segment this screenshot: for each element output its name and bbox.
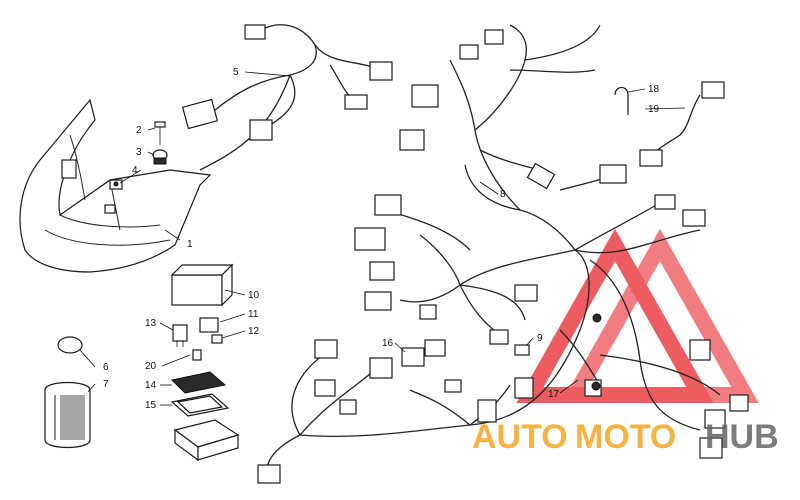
fuse-block <box>173 419 240 462</box>
leader-lines <box>79 71 686 406</box>
callout-numbers: 1 2 3 4 5 6 7 8 9 10 11 12 13 14 15 16 1… <box>103 67 660 411</box>
fuse <box>211 334 223 344</box>
callout-6: 6 <box>103 362 109 373</box>
callout-8: 8 <box>500 189 506 200</box>
clip <box>152 149 168 165</box>
callout-12: 12 <box>248 326 260 337</box>
wire-clip <box>614 86 629 115</box>
fuse-gasket <box>170 371 227 394</box>
watermark-moto: MOTO <box>575 418 676 456</box>
sleeve <box>44 381 91 449</box>
callout-14: 14 <box>145 380 157 391</box>
callout-20: 20 <box>145 361 157 372</box>
callout-13: 13 <box>145 318 157 329</box>
callout-17: 17 <box>548 389 560 400</box>
ring-clamp <box>57 336 83 354</box>
watermark-hub: HUB <box>705 418 779 456</box>
connector-block <box>401 347 425 367</box>
callout-1: 1 <box>187 239 193 250</box>
watermark-logo <box>516 228 759 403</box>
callout-3: 3 <box>136 147 142 158</box>
callout-7: 7 <box>103 379 109 390</box>
grommet <box>109 179 123 190</box>
watermark-text: AUTO MOTO HUB <box>472 418 779 456</box>
callout-16: 16 <box>382 338 394 349</box>
callout-18: 18 <box>648 84 660 95</box>
main-harness <box>257 24 749 484</box>
relay <box>199 317 219 333</box>
callout-9: 9 <box>537 333 543 344</box>
bolt <box>154 121 166 145</box>
callout-10: 10 <box>248 290 260 301</box>
fuse-seal <box>170 393 230 417</box>
upper-harness <box>181 24 393 171</box>
small-connector <box>514 344 530 356</box>
watermark-auto: AUTO <box>472 418 568 456</box>
callout-2: 2 <box>136 125 142 136</box>
sensor <box>591 313 602 391</box>
terminal <box>192 349 202 361</box>
relay-box <box>170 263 234 307</box>
callout-5: 5 <box>233 67 239 78</box>
callout-15: 15 <box>145 400 157 411</box>
sub-harness <box>639 81 725 167</box>
callout-11: 11 <box>248 309 259 320</box>
callout-19: 19 <box>648 104 660 115</box>
relay-small <box>172 324 188 347</box>
callout-4: 4 <box>132 165 138 176</box>
